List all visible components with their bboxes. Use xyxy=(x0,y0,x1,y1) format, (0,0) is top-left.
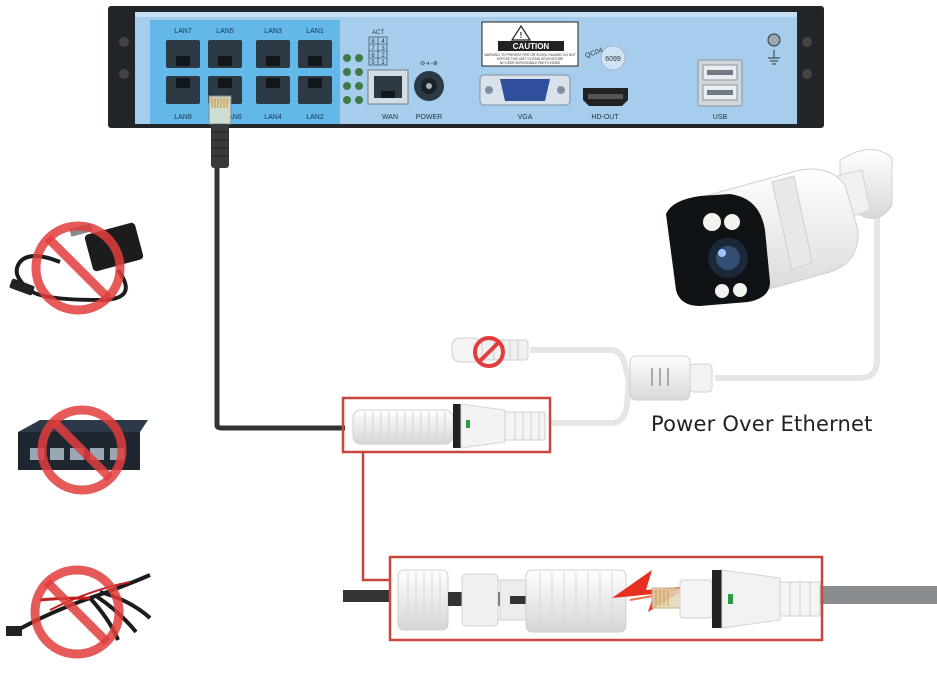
spark-icon xyxy=(612,570,690,612)
screw-icon xyxy=(119,69,129,79)
screw-icon xyxy=(119,37,129,47)
wan-port: WAN xyxy=(367,69,409,121)
act-label: ACT xyxy=(372,30,384,36)
polarity-icon: ⊖-◐-⊕ xyxy=(420,61,438,67)
callout-connector xyxy=(361,452,390,582)
splitter-cable-item xyxy=(6,565,152,659)
power-label: POWER xyxy=(416,114,442,121)
nvr-recorder: LAN7 LAN5 LAN3 LAN1 LAN8 LAN6 LAN4 LAN2 … xyxy=(108,6,824,128)
act-table: ACT 8 4 7 3 6 2 5 1 xyxy=(368,30,388,66)
dc-power-connector xyxy=(451,336,529,368)
act-cell: 6 xyxy=(371,53,375,59)
lan-label: LAN1 xyxy=(306,28,324,35)
hdmi-port: HD-OUT xyxy=(583,88,628,121)
prohibited-icon xyxy=(30,565,124,659)
act-cell: 2 xyxy=(381,53,385,59)
act-cell: 5 xyxy=(371,60,375,66)
prohibited-icon xyxy=(31,221,125,315)
rj45-plug-icon xyxy=(208,95,232,168)
svg-text:!: ! xyxy=(520,31,523,40)
hdout-label: HD-OUT xyxy=(591,114,619,121)
lan-label: LAN7 xyxy=(174,28,192,35)
caution-text: NO USER SERVICEABLE PARTS INSIDE xyxy=(500,61,560,65)
screw-icon xyxy=(802,37,812,47)
caution-text: WARNING: TO PREVENT FIRE OR SHOCK HAZARD… xyxy=(484,53,575,57)
act-cell: 1 xyxy=(381,60,385,66)
poe-split-cable xyxy=(530,210,880,426)
vga-label: VGA xyxy=(518,114,533,121)
act-cell: 7 xyxy=(371,46,375,52)
usb-label: USB xyxy=(713,114,728,121)
act-cell: 4 xyxy=(381,39,385,45)
splitter-box xyxy=(629,355,713,401)
lan-label: LAN5 xyxy=(216,28,234,35)
camera-icon xyxy=(666,149,893,306)
power-jack: ⊖-◐-⊕ POWER xyxy=(414,61,444,121)
status-leds xyxy=(343,54,363,104)
caution-label: ! CAUTION WARNING: TO PREVENT FIRE OR SH… xyxy=(481,21,579,67)
lan-port-block xyxy=(150,20,340,124)
ground-icon xyxy=(767,33,781,65)
lan-label: LAN8 xyxy=(174,114,192,121)
caution-text: EXPOSE THIS UNIT TO RAIN OR MOISTURE xyxy=(497,57,564,61)
ethernet-cable xyxy=(214,128,345,431)
poe-plug-highlight xyxy=(341,396,552,454)
wan-label: WAN xyxy=(382,114,398,121)
lan-label: LAN3 xyxy=(264,28,282,35)
act-cell: 3 xyxy=(381,46,385,52)
usb-ports: USB xyxy=(697,59,743,121)
screw-icon xyxy=(802,69,812,79)
prohibited-icon xyxy=(37,405,127,495)
vga-port: VGA xyxy=(479,74,571,121)
power-adapter-item xyxy=(9,221,144,315)
prohibited-icon xyxy=(473,336,505,368)
lan-label: LAN6 xyxy=(224,114,242,121)
coupler-detail-highlight xyxy=(343,555,937,642)
act-cell: 8 xyxy=(371,39,375,45)
lan-ports: LAN7 LAN5 LAN3 LAN1 LAN8 LAN6 LAN4 LAN2 xyxy=(166,28,332,121)
network-switch-item xyxy=(18,405,148,495)
warning-icon xyxy=(510,24,532,41)
lan-label: LAN2 xyxy=(306,114,324,121)
lan-label: LAN4 xyxy=(264,114,282,121)
cert-mark: 6099 xyxy=(605,56,621,63)
poe-caption: Power Over Ethernet xyxy=(651,412,873,436)
caution-title: CAUTION xyxy=(513,42,550,51)
